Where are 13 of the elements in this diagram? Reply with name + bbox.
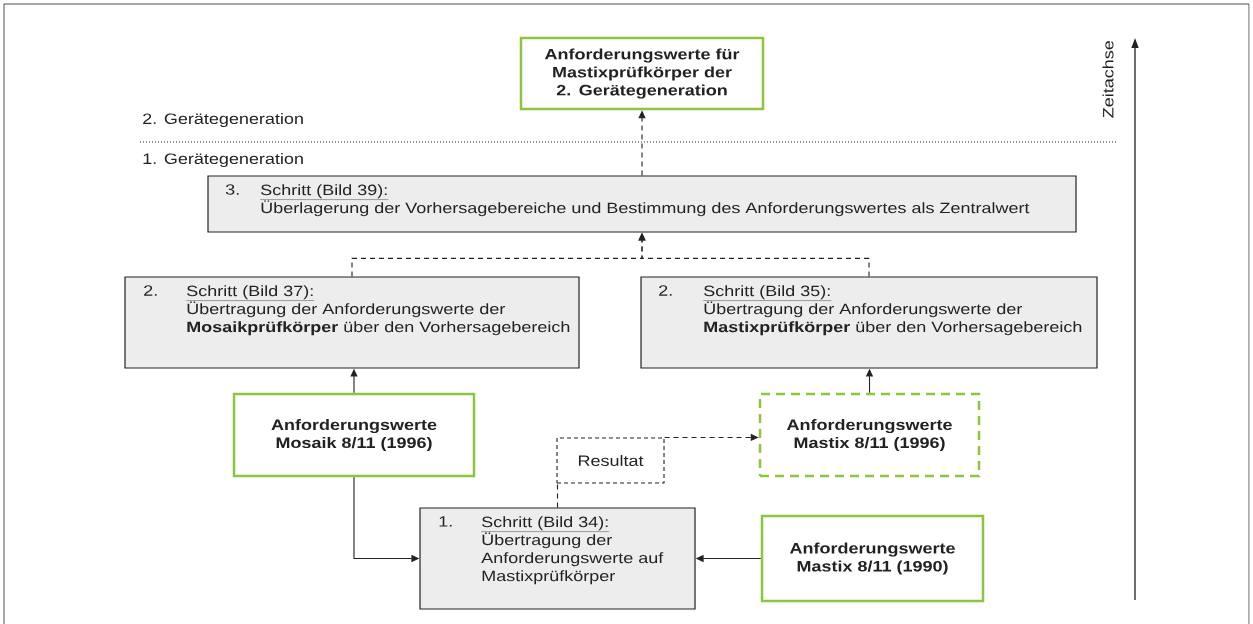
step-box: 2. Schritt (Bild 35): Übertragung der Anforderungswerte der Mastixprüfkörper über den Vorhersagebereich	[640, 276, 1098, 369]
step-box: 3. Schritt (Bild 39): Überlagerung der Vorhersagebereiche und Bestimmung des Anforderungswertes als Zentralwert	[207, 175, 1077, 233]
requirement-box: Anforderungswerte Mastix 8/11 (1996)	[758, 392, 981, 478]
result-box: Resultat	[556, 437, 665, 484]
generation-label: 2. Gerätegeneration	[143, 113, 303, 127]
step-box: 1. Schritt (Bild 34): Übertragung der Anforderungswerte auf Mastixprüfkörper	[419, 507, 696, 610]
generation-label: 1. Gerätegeneration	[143, 153, 303, 167]
axis-label: Zeitachse	[1102, 41, 1114, 118]
requirement-box: Anforderungswerte Mosaik 8/11 (1996)	[232, 392, 476, 478]
requirement-box: Anforderungswerte Mastix 8/11 (1990)	[760, 514, 985, 603]
requirement-box: Anforderungswerte für Mastixprüfkörper der 2. Gerätegeneration	[519, 36, 765, 111]
connector-line	[556, 483, 559, 508]
step-box: 2. Schritt (Bild 37): Übertragung der Anforderungswerte der Mosaikprüfkörper über den Vorhersagebereich	[124, 276, 580, 369]
